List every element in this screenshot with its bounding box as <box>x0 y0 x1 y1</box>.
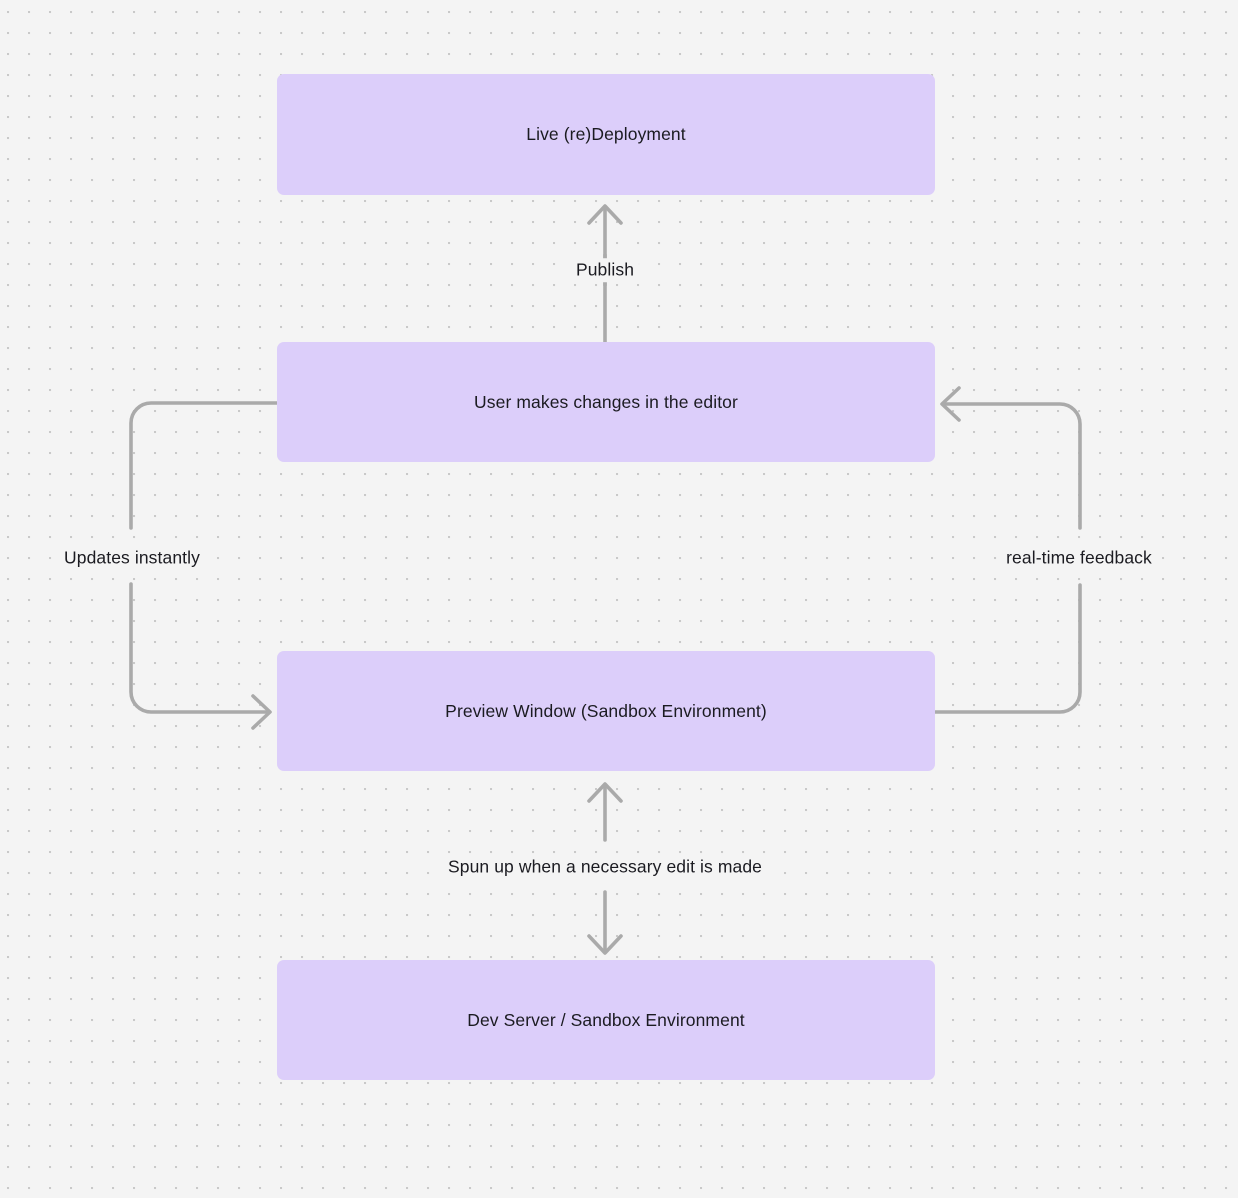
node-label: Dev Server / Sandbox Environment <box>467 1009 745 1030</box>
node-dev-server[interactable]: Dev Server / Sandbox Environment <box>277 960 935 1080</box>
node-label: Preview Window (Sandbox Environment) <box>445 700 767 721</box>
edge-label-spun-up: Spun up when a necessary edit is made <box>442 855 768 879</box>
node-label: User makes changes in the editor <box>474 391 738 412</box>
node-preview-window[interactable]: Preview Window (Sandbox Environment) <box>277 651 935 771</box>
node-label: Live (re)Deployment <box>526 124 686 145</box>
node-live-deployment[interactable]: Live (re)Deployment <box>277 74 935 195</box>
edge-label-updates-instantly: Updates instantly <box>59 546 205 570</box>
edge-label-publish: Publish <box>570 258 640 282</box>
edge-label-real-time-feedback: real-time feedback <box>1001 546 1157 570</box>
node-user-edits[interactable]: User makes changes in the editor <box>277 342 935 462</box>
